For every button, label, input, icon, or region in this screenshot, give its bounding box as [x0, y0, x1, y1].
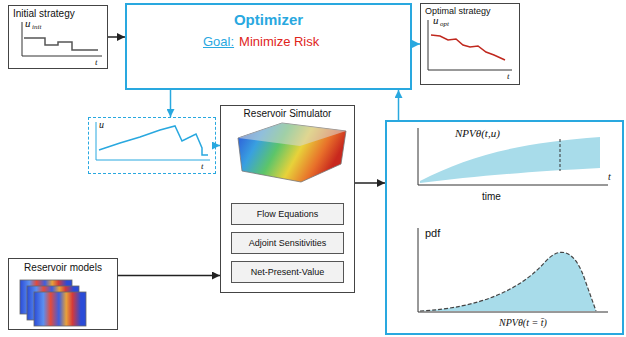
models-box: Reservoir models: [8, 258, 118, 330]
flow-arrow: [118, 275, 220, 277]
node-text: pdf: [425, 227, 440, 240]
strategy-box: Initial strategyuinit t: [8, 5, 108, 69]
pdf-area: [420, 252, 596, 311]
flow-arrow: [412, 43, 420, 45]
node-title: Reservoir Simulator: [244, 108, 332, 120]
node-title: Adjoint Sensitivities: [249, 238, 327, 248]
plot-axes: [96, 122, 210, 160]
node-text: Minimize Risk: [239, 35, 319, 50]
node-title: Reservoir models: [24, 262, 102, 274]
node-title: Net-Present-Value: [251, 267, 324, 277]
node-text: t: [201, 161, 204, 171]
node-title: Flow Equations: [257, 209, 319, 219]
flow-arrow: [355, 182, 385, 184]
flow-arrow: [108, 36, 125, 38]
plot-axes: [418, 128, 608, 185]
control-curve: [24, 38, 98, 50]
node-title: NPVθ(t,u): [455, 127, 500, 140]
module-box: Adjoint Sensitivities: [231, 232, 344, 254]
output-box: NPVθ(t,u) time t pdfNPVθ(t = t̄): [385, 120, 624, 335]
node-text: NPVθ(t = t̄): [499, 317, 547, 329]
node-text: Goal:: [203, 35, 234, 50]
module-box: Flow Equations: [231, 203, 344, 225]
npv-band: [420, 137, 600, 183]
control-curve: [431, 35, 505, 60]
optimizer-box: OptimizerGoal: Minimize Risk: [125, 3, 412, 90]
pdf-curve: [420, 252, 596, 311]
node-text: opt: [440, 20, 449, 28]
reservoir-top: [238, 123, 346, 146]
node-text: u: [433, 14, 439, 27]
node-text: init: [32, 23, 41, 31]
simulator-box: Flow EquationsAdjoint SensitivitiesNet-P…: [220, 105, 355, 293]
node-text: t: [608, 171, 611, 183]
node-text: t: [95, 57, 98, 67]
plot-axes: [418, 228, 608, 312]
node-text: time: [482, 191, 501, 203]
module-box: Net-Present-Value: [231, 261, 344, 283]
node-title: u: [99, 119, 104, 131]
node-text: t: [507, 71, 510, 81]
node-title: Optimizer: [234, 11, 303, 28]
reservoir-image: [238, 123, 346, 182]
node-title: Initial strategy: [13, 8, 75, 20]
flow-arrow: [398, 90, 400, 120]
control-box: ut: [88, 117, 216, 174]
model-image: [34, 292, 86, 326]
plot-axes: [428, 20, 512, 70]
control-curve: [99, 126, 208, 155]
plot-axes: [22, 22, 102, 56]
flow-arrow: [170, 90, 172, 117]
node-text: u: [25, 17, 31, 30]
strategy-box: Optimal strategyuoptt: [420, 3, 520, 85]
time-marker: [560, 139, 561, 171]
